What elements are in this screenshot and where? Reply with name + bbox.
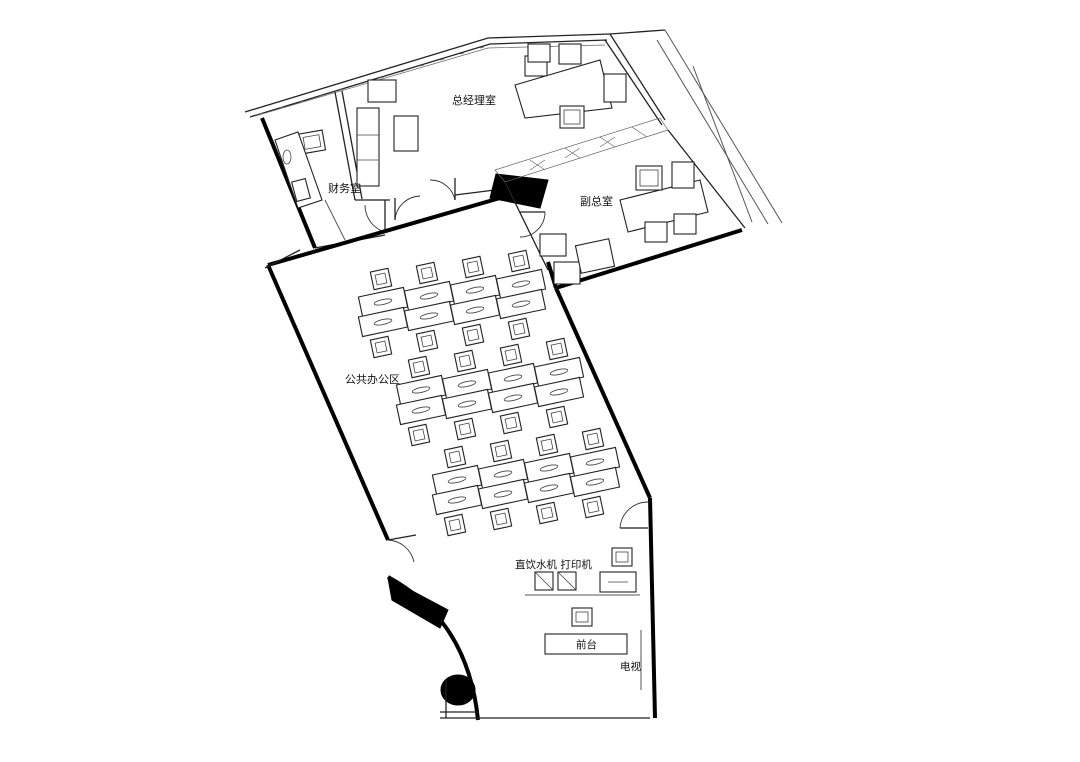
keyboard-icon <box>585 478 605 486</box>
chair-seat <box>458 422 472 436</box>
chair <box>407 423 431 447</box>
chair <box>453 417 477 441</box>
open-office: 公共办公区 <box>264 196 657 719</box>
keyboard-icon <box>373 318 393 326</box>
keyboard-icon <box>549 368 569 376</box>
chair-seat <box>466 260 480 274</box>
keyboard-icon <box>539 464 559 472</box>
keyboard-icon <box>511 280 531 288</box>
chair <box>535 433 559 457</box>
chair-seat <box>466 328 480 342</box>
keyboard-icon <box>539 484 559 492</box>
chair-seat <box>540 438 554 452</box>
keyboard-icon <box>457 400 477 408</box>
chair-seat <box>420 266 434 280</box>
chair <box>443 445 467 469</box>
chair <box>499 343 523 367</box>
chair-seat <box>448 450 462 464</box>
chair <box>581 495 605 519</box>
keyboard-icon <box>465 306 485 314</box>
keyboard-icon <box>373 298 393 306</box>
chair <box>507 249 531 273</box>
chair-seat <box>458 354 472 368</box>
chair <box>415 329 439 353</box>
keyboard-icon <box>419 312 439 320</box>
chair-seat <box>374 272 388 286</box>
keyboard-icon <box>411 386 431 394</box>
finance-room-label: 财务室 <box>328 181 361 195</box>
gm-office-label: 总经理室 <box>452 93 496 107</box>
keyboard-icon <box>457 380 477 388</box>
keyboard-icon <box>419 292 439 300</box>
chair <box>407 355 431 379</box>
chair <box>461 255 485 279</box>
chair-seat <box>412 428 426 442</box>
deputy-room: 副总室 <box>494 117 746 290</box>
keyboard-icon <box>549 388 569 396</box>
keyboard-icon <box>503 374 523 382</box>
keyboard-icon <box>465 286 485 294</box>
chair-seat <box>412 360 426 374</box>
chair-seat <box>504 416 518 430</box>
chair-seat <box>494 512 508 526</box>
open-office-label: 公共办公区 <box>345 373 400 386</box>
chair <box>489 507 513 531</box>
keyboard-icon <box>447 496 467 504</box>
chair-seat <box>550 342 564 356</box>
chair-seat <box>448 518 462 532</box>
reception-area: 直饮水机 打印机 前台 电视 <box>387 501 650 721</box>
chair-seat <box>374 340 388 354</box>
chair <box>443 513 467 537</box>
chair-seat <box>494 444 508 458</box>
chair-seat <box>586 432 600 446</box>
chair-seat <box>586 500 600 514</box>
reception-label: 前台 <box>576 638 597 651</box>
tv-label: 电视 <box>620 660 641 673</box>
chair <box>415 261 439 285</box>
chair <box>369 335 393 359</box>
chair <box>507 317 531 341</box>
chair-seat <box>550 410 564 424</box>
keyboard-icon <box>411 406 431 414</box>
keyboard-icon <box>585 458 605 466</box>
keyboard-icon <box>493 490 513 498</box>
interior-doors <box>364 173 549 238</box>
chair-seat <box>512 322 526 336</box>
north-facade <box>244 29 783 225</box>
keyboard-icon <box>511 300 531 308</box>
gm-office: 总经理室 <box>334 43 627 201</box>
chair <box>461 323 485 347</box>
desk <box>495 288 547 320</box>
keyboard-icon <box>447 476 467 484</box>
water-printer-label: 直饮水机 打印机 <box>515 558 592 571</box>
deputy-room-label: 副总室 <box>580 194 613 208</box>
chair <box>453 349 477 373</box>
chair-seat <box>512 254 526 268</box>
chair <box>499 411 523 435</box>
keyboard-icon <box>493 470 513 478</box>
workstations <box>357 249 621 537</box>
desk <box>569 466 621 498</box>
chair <box>369 267 393 291</box>
chair-seat <box>420 334 434 348</box>
chair <box>489 439 513 463</box>
chair <box>535 501 559 525</box>
finance-room: 财务室 <box>260 117 386 249</box>
chair <box>545 405 569 429</box>
desk <box>533 376 585 408</box>
chair-seat <box>540 506 554 520</box>
chair-seat <box>504 348 518 362</box>
chair <box>581 427 605 451</box>
chair <box>545 337 569 361</box>
keyboard-icon <box>503 394 523 402</box>
